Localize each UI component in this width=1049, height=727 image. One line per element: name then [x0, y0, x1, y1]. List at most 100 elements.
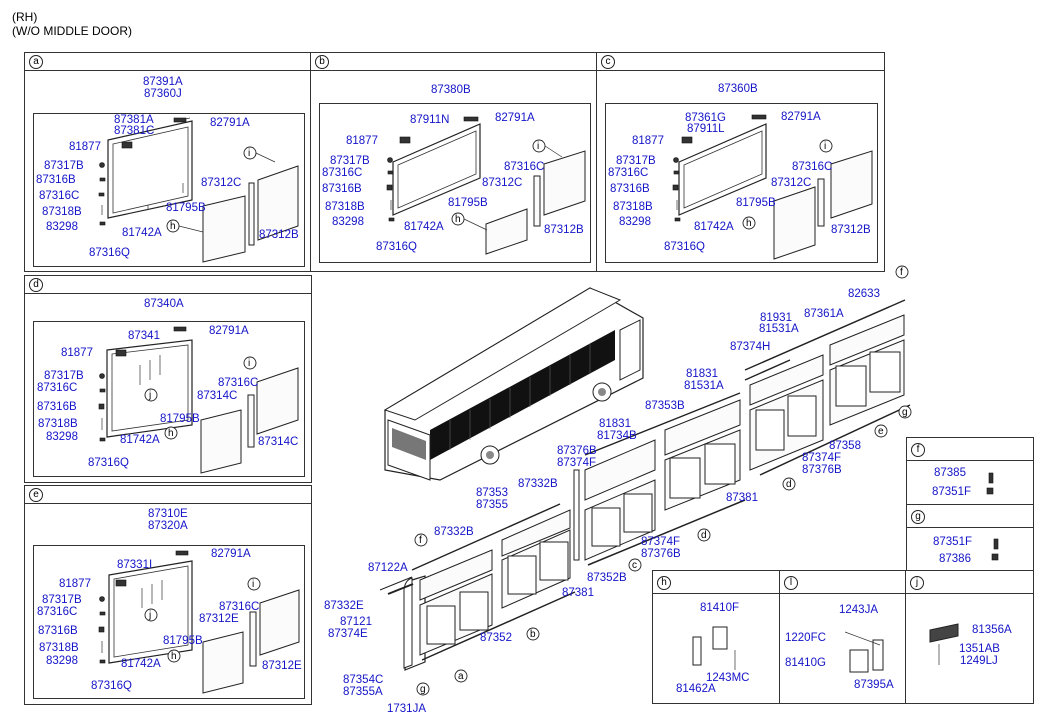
- panel-a-letter: a: [29, 55, 43, 69]
- e-label-t3: 87331I: [117, 559, 153, 571]
- b-label-bottom2: 87316Q: [376, 241, 417, 253]
- a-label-seal: 82791A: [210, 117, 250, 129]
- a-label-bottom1: 81742A: [122, 227, 162, 239]
- e-label-mid: 87312E: [199, 613, 239, 625]
- b-label-mid1: 87316C: [504, 161, 545, 173]
- d-label-left-1: 87317B: [44, 370, 84, 382]
- a-label-mid: 87312C: [201, 177, 242, 189]
- label-87122A: 87122A: [368, 562, 408, 574]
- panel-g: g: [906, 504, 1034, 572]
- c-label-left-2: 87316C: [608, 167, 649, 179]
- d-label-right: 87314C: [258, 436, 299, 448]
- e-label-left-2: 87316C: [37, 606, 78, 618]
- b-label-left-5: 83298: [332, 216, 364, 228]
- label-81831-1: 81831: [686, 368, 718, 380]
- a-label-left-4: 87318B: [42, 206, 82, 218]
- d-label-rail: 81795B: [160, 413, 200, 425]
- c-label-bottom2: 87316Q: [664, 241, 705, 253]
- panel-c-letter: c: [601, 55, 615, 69]
- panel-d-letter: d: [29, 278, 43, 292]
- label-87374F-3: 87374F: [802, 452, 842, 464]
- h-label-3: 81462A: [676, 683, 716, 695]
- label-87358: 87358: [829, 440, 861, 452]
- diagram-header: (RH) (W/O MIDDLE DOOR): [12, 10, 132, 38]
- b-label-mid: 87312C: [482, 177, 523, 189]
- e-label-left-1: 87317B: [42, 594, 82, 606]
- label-82633: 82633: [848, 288, 880, 300]
- e-label-bottom1: 81742A: [121, 658, 161, 670]
- a-label-left-5: 83298: [46, 221, 78, 233]
- f-label-2: 87351F: [932, 486, 972, 498]
- c-label-left-5: 83298: [619, 216, 651, 228]
- d-label-bottom1: 81742A: [120, 434, 160, 446]
- e-label-top2: 87320A: [148, 520, 188, 532]
- j-label-2: 1351AB: [959, 643, 1000, 655]
- svg-text:d: d: [701, 530, 707, 541]
- d-label-mid1: 87316C: [218, 377, 259, 389]
- e-label-right: 87312E: [262, 660, 302, 672]
- label-87332E: 87332E: [324, 600, 364, 612]
- panel-j: j: [905, 570, 1034, 704]
- c-label-t4: 87911L: [687, 123, 725, 135]
- c-label-mid1: 87316C: [792, 161, 833, 173]
- d-label-left-2: 87316C: [37, 382, 78, 394]
- label-81734B: 81734B: [597, 430, 637, 442]
- c-label-top1: 87360B: [718, 83, 758, 95]
- a-label-right: 87312B: [259, 229, 299, 241]
- e-label-left-3: 87316B: [38, 625, 78, 637]
- b-label-left-4: 87318B: [325, 201, 365, 213]
- a-label-left-1: 87317B: [44, 160, 84, 172]
- b-label-t3: 87911N: [410, 114, 450, 126]
- svg-text:f: f: [419, 535, 422, 546]
- b-label-left-0: 81877: [346, 135, 378, 147]
- svg-text:f: f: [900, 267, 903, 278]
- e-label-seal: 82791A: [211, 548, 251, 560]
- panel-f: f: [906, 437, 1034, 507]
- a-label-left-3: 87316C: [39, 190, 80, 202]
- a-label-left-2: 87316B: [36, 174, 76, 186]
- d-label-top1: 87340A: [144, 298, 184, 310]
- e-label-top1: 87310E: [148, 508, 188, 520]
- label-87355A: 87355A: [343, 686, 383, 698]
- header-variant: (W/O MIDDLE DOOR): [12, 24, 132, 38]
- c-label-rail: 81795B: [736, 197, 776, 209]
- a-label-bottom2: 87316Q: [89, 247, 130, 259]
- a-label-left-0: 81877: [69, 141, 101, 153]
- i-label-2: 1220FC: [785, 632, 826, 644]
- label-87381-1: 87381: [562, 587, 594, 599]
- label-87332B-1: 87332B: [518, 478, 558, 490]
- c-label-bottom1: 81742A: [694, 221, 734, 233]
- c-label-right: 87312B: [831, 224, 871, 236]
- label-87352B: 87352B: [587, 572, 627, 584]
- label-87376B-2: 87376B: [641, 548, 681, 560]
- b-label-seal: 82791A: [495, 112, 535, 124]
- svg-text:e: e: [878, 426, 884, 437]
- c-label-left-0: 81877: [632, 135, 664, 147]
- label-87376B-3: 87376B: [802, 464, 842, 476]
- g-label-1: 87351F: [933, 536, 973, 548]
- label-87374H: 87374H: [730, 341, 771, 353]
- i-label-4: 87395A: [854, 679, 894, 691]
- a-label-t3: 87381A: [114, 114, 154, 126]
- c-label-seal: 82791A: [781, 111, 821, 123]
- e-label-bottom2: 87316Q: [91, 680, 132, 692]
- e-label-left-4: 87318B: [39, 642, 79, 654]
- label-1731JA: 1731JA: [387, 703, 427, 715]
- h-label-2: 1243MC: [706, 672, 750, 684]
- d-label-left-3: 87316B: [37, 401, 77, 413]
- svg-text:c: c: [632, 560, 637, 571]
- label-87361A: 87361A: [804, 308, 844, 320]
- g-label-2: 87386: [939, 553, 971, 565]
- e-label-mid1: 87316C: [219, 601, 260, 613]
- b-label-left-3: 87316B: [322, 183, 362, 195]
- d-label-bottom2: 87316Q: [88, 457, 129, 469]
- c-label-left-4: 87318B: [613, 201, 653, 213]
- panel-f-letter: f: [911, 443, 925, 457]
- e-label-left-5: 83298: [46, 655, 78, 667]
- label-87374E: 87374E: [328, 628, 368, 640]
- d-label-left-4: 87318B: [38, 418, 78, 430]
- h-label-1: 81410F: [700, 602, 740, 614]
- i-label-3: 81410G: [785, 657, 826, 669]
- label-81531A-1: 81531A: [759, 323, 799, 335]
- svg-text:d: d: [786, 479, 792, 490]
